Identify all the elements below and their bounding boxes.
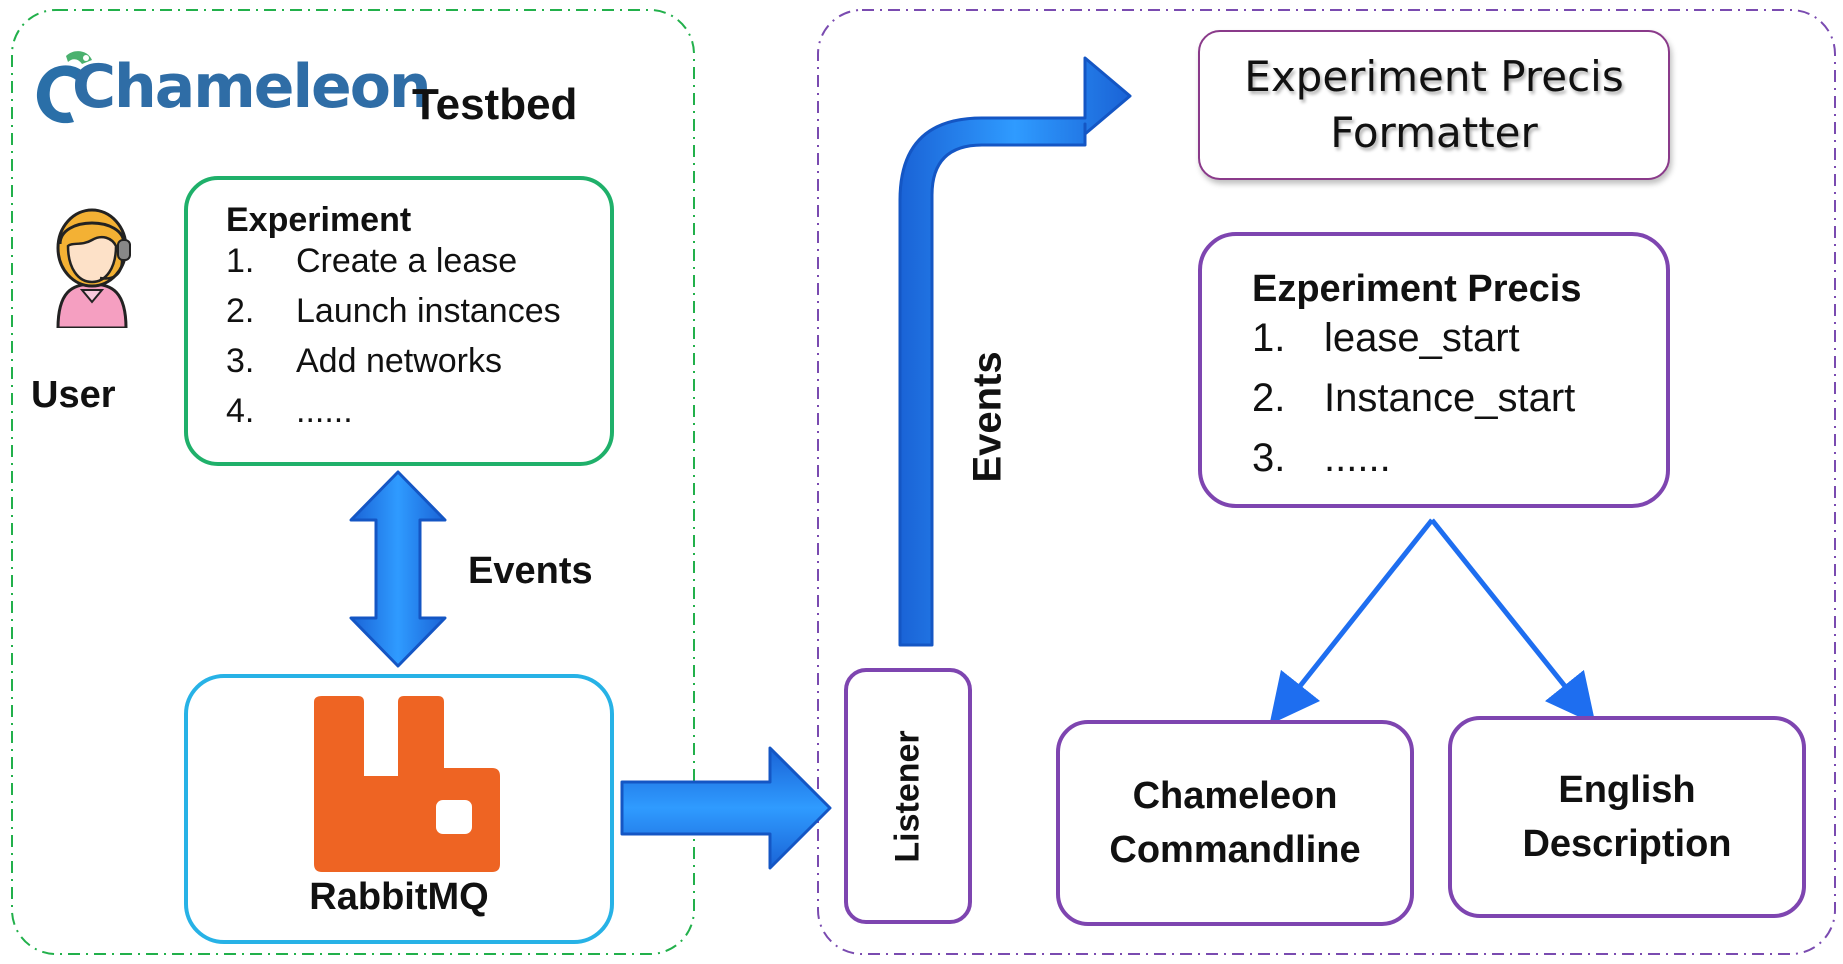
experiment-steps: 1. Create a lease 2. Launch instances 3.… — [226, 242, 610, 442]
step-number: 4. — [226, 392, 255, 430]
arrow-to-english — [1430, 518, 1596, 725]
arrow-to-listener — [620, 746, 832, 870]
chameleon-logo-icon — [36, 51, 92, 124]
english-line1: English — [1558, 769, 1696, 811]
commandline-box: Chameleon Commandline — [1056, 720, 1414, 926]
step-text: Create a lease — [296, 242, 518, 280]
precis-text: lease_start — [1324, 316, 1520, 360]
step-number: 1. — [226, 242, 255, 280]
step-number: 3. — [226, 342, 255, 380]
precis-number: 1. — [1252, 316, 1286, 360]
experiment-title: Experiment — [226, 201, 412, 239]
precis-item: 1. lease_start — [1252, 316, 1666, 376]
step-text: Launch instances — [296, 292, 561, 330]
precis-text: ...... — [1324, 436, 1391, 480]
rabbitmq-box: RabbitMQ — [184, 674, 614, 944]
double-arrow-events — [349, 470, 447, 668]
precis-item: 2. Instance_start — [1252, 376, 1666, 436]
commandline-line1: Chameleon — [1132, 775, 1338, 817]
bent-arrow-events — [898, 56, 1132, 647]
precis-number: 2. — [1252, 376, 1286, 420]
experiment-step: 4. ...... — [226, 392, 610, 442]
precis-item: 3. ...... — [1252, 436, 1666, 496]
formatter-line1: Experiment Precis — [1244, 52, 1624, 101]
user-label: User — [31, 374, 116, 416]
step-text: ...... — [296, 392, 353, 430]
formatter-line2: Formatter — [1330, 108, 1538, 157]
user-avatar-icon — [42, 196, 142, 330]
precis-number: 3. — [1252, 436, 1286, 480]
experiment-step: 2. Launch instances — [226, 292, 610, 342]
experiment-box: Experiment 1. Create a lease 2. Launch i… — [184, 176, 614, 466]
rabbitmq-label: RabbitMQ — [309, 876, 489, 918]
precis-text: Instance_start — [1324, 376, 1576, 420]
testbed-label: Testbed — [412, 80, 578, 129]
english-box: English Description — [1448, 716, 1806, 918]
step-text: Add networks — [296, 342, 502, 380]
chameleon-logo-text: Chameleon — [72, 52, 432, 122]
precis-items: 1. lease_start 2. Instance_start 3. ....… — [1252, 316, 1666, 496]
listener-label: Listener — [888, 729, 927, 863]
precis-box: Ezperiment Precis 1. lease_start 2. Inst… — [1198, 232, 1670, 508]
english-line2: Description — [1522, 823, 1732, 865]
listener-box: Listener — [844, 668, 972, 924]
rabbitmq-logo-icon — [314, 696, 500, 872]
chameleon-logo: Chameleon — [26, 42, 432, 132]
arrow-to-commandline — [1269, 518, 1434, 725]
experiment-step: 1. Create a lease — [226, 242, 610, 292]
formatter-box: Experiment Precis Formatter — [1198, 30, 1670, 180]
events-label-right: Events — [965, 351, 1010, 483]
events-label-left: Events — [468, 550, 593, 592]
commandline-line2: Commandline — [1109, 829, 1361, 871]
precis-title: Ezperiment Precis — [1252, 268, 1582, 310]
left-panel-border — [11, 9, 695, 955]
experiment-step: 3. Add networks — [226, 342, 610, 392]
step-number: 2. — [226, 292, 255, 330]
